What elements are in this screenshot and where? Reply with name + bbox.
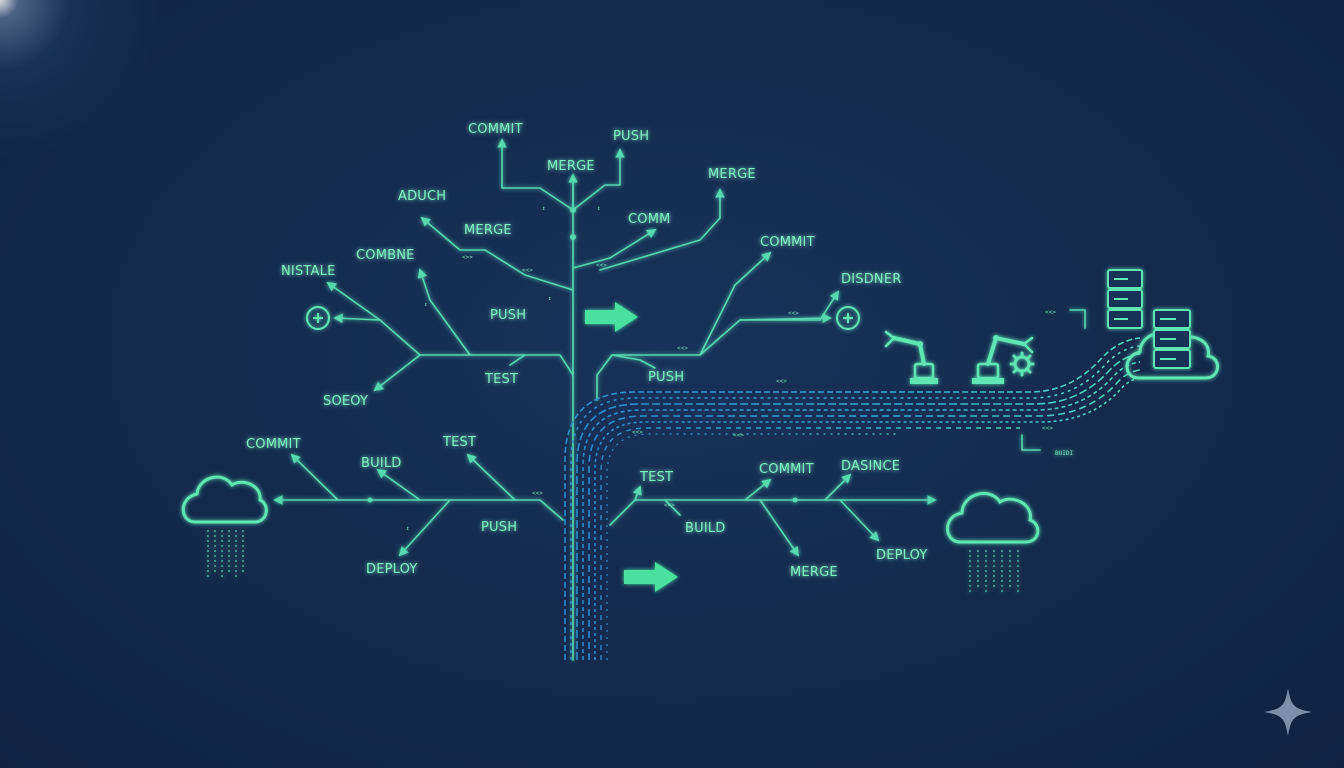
- label-push-right: PUSH: [648, 370, 684, 385]
- branch-deploy-left: [398, 499, 451, 557]
- label-push-low: PUSH: [481, 520, 517, 535]
- arrow-right-icon: [585, 302, 638, 332]
- server-stack-icon: [1107, 269, 1143, 329]
- branch-commit-top: [497, 138, 574, 211]
- svg-text:<<>: <<>: [776, 378, 787, 385]
- svg-text:↕: ↕: [548, 295, 552, 302]
- svg-text:↕: ↕: [597, 205, 601, 212]
- stream-connector: [1021, 434, 1041, 451]
- label-nistale: NISTALE: [281, 264, 336, 279]
- server-stack-icon: [1153, 309, 1191, 369]
- step-labels: COMMIT PUSH MERGE MERGE ADUCH COMM MERGE…: [246, 122, 1073, 580]
- trunk-node: [570, 234, 576, 240]
- branch-node: [367, 497, 373, 503]
- branch-soeoy: [373, 354, 421, 392]
- label-soeoy: SOEOY: [323, 394, 368, 409]
- label-commit-right: COMMIT: [760, 235, 815, 250]
- label-merge-mid: MERGE: [464, 223, 512, 238]
- server-connector: [1069, 309, 1086, 329]
- data-stream: [564, 337, 1141, 660]
- label-build-right: BUILD: [685, 521, 726, 536]
- branch-deploy-right: [839, 499, 880, 542]
- label-build-left: BUILD: [361, 456, 402, 471]
- label-disdner: DISDNER: [841, 272, 901, 287]
- branch-aduch: [420, 216, 574, 291]
- plus-circle-icon: [306, 306, 330, 330]
- label-comm: COMM: [628, 212, 671, 227]
- gear-icon: [1009, 351, 1035, 377]
- branch-test-left: [466, 453, 516, 501]
- svg-text:<<>: <<>: [596, 262, 607, 269]
- trunk-node: [570, 207, 576, 213]
- svg-text:<<>: <<>: [1042, 425, 1053, 432]
- branch-disdner: [596, 290, 840, 401]
- svg-text:<<>: <<>: [532, 490, 543, 497]
- branch-cloud-left: [273, 495, 564, 521]
- label-push-mid: PUSH: [490, 308, 526, 323]
- cloud-icon: [181, 475, 268, 580]
- svg-text:<>>: <>>: [462, 254, 473, 261]
- label-combine: COMBNE: [356, 248, 415, 263]
- svg-text:<<>: <<>: [664, 502, 675, 509]
- branch-merge-right: [599, 188, 725, 271]
- svg-text:↕: ↕: [424, 301, 428, 308]
- label-commit-right-low: COMMIT: [759, 462, 814, 477]
- svg-text:<<>: <<>: [677, 345, 688, 352]
- svg-text:<<>: <<>: [788, 310, 799, 317]
- branch-commit-right: [699, 251, 772, 356]
- label-commit-left: COMMIT: [246, 437, 301, 452]
- branch-merge-low: [759, 499, 800, 557]
- label-commit-top: COMMIT: [468, 122, 523, 137]
- branch-combine: [417, 268, 471, 356]
- svg-text:<<>: <<>: [733, 432, 744, 439]
- label-build-small: BUIDI: [1055, 450, 1073, 457]
- branch-commit-left: [290, 453, 339, 501]
- branch-cloud-right: [609, 495, 937, 526]
- branch-nistale: [326, 281, 381, 321]
- branch-push-top: [572, 148, 625, 211]
- small-markers: ↕ ↕ ↕ ↕ ↕ <>> <<> <<> <<> <<> <<> <<> <<…: [406, 205, 1056, 532]
- branch-push-right: [611, 354, 656, 369]
- label-merge-low: MERGE: [790, 565, 838, 580]
- label-test-right: TEST: [639, 470, 673, 485]
- label-test-left: TEST: [442, 435, 476, 450]
- svg-text:↕: ↕: [542, 205, 546, 212]
- branch-test-mid: [509, 354, 526, 366]
- branch-comm: [572, 228, 657, 269]
- branch-build-right: [664, 499, 681, 516]
- label-test-mid: TEST: [484, 372, 518, 387]
- label-deploy-left: DEPLOY: [366, 562, 418, 577]
- label-merge-right-top: MERGE: [708, 167, 756, 182]
- label-push-top: PUSH: [613, 129, 649, 144]
- svg-text:↕: ↕: [406, 525, 410, 532]
- cloud-icon: [946, 492, 1040, 595]
- branch-build-left: [376, 468, 421, 501]
- label-aduch: ADUCH: [398, 189, 446, 204]
- arrow-right-icon: [624, 562, 678, 592]
- branch-test-right: [632, 485, 642, 501]
- label-merge-top: MERGE: [547, 159, 595, 174]
- branch-node: [792, 497, 798, 503]
- plus-circle-icon: [836, 306, 860, 330]
- branch-commit-right-low: [744, 478, 772, 501]
- branch-plus-left: [333, 313, 574, 376]
- branch-dasince: [824, 473, 852, 501]
- branch-lines: [273, 138, 1086, 661]
- label-dasince: DASINCE: [841, 459, 900, 474]
- sparkle-icon: [1264, 688, 1312, 736]
- robot-arm-icon: [884, 330, 938, 384]
- svg-text:<<>: <<>: [522, 267, 533, 274]
- svg-text:<<>: <<>: [1045, 309, 1056, 316]
- label-deploy-right: DEPLOY: [876, 548, 928, 563]
- svg-text:<<>: <<>: [632, 429, 643, 436]
- branch-plus-right: [739, 313, 832, 323]
- robot-arm-icon: [972, 335, 1034, 384]
